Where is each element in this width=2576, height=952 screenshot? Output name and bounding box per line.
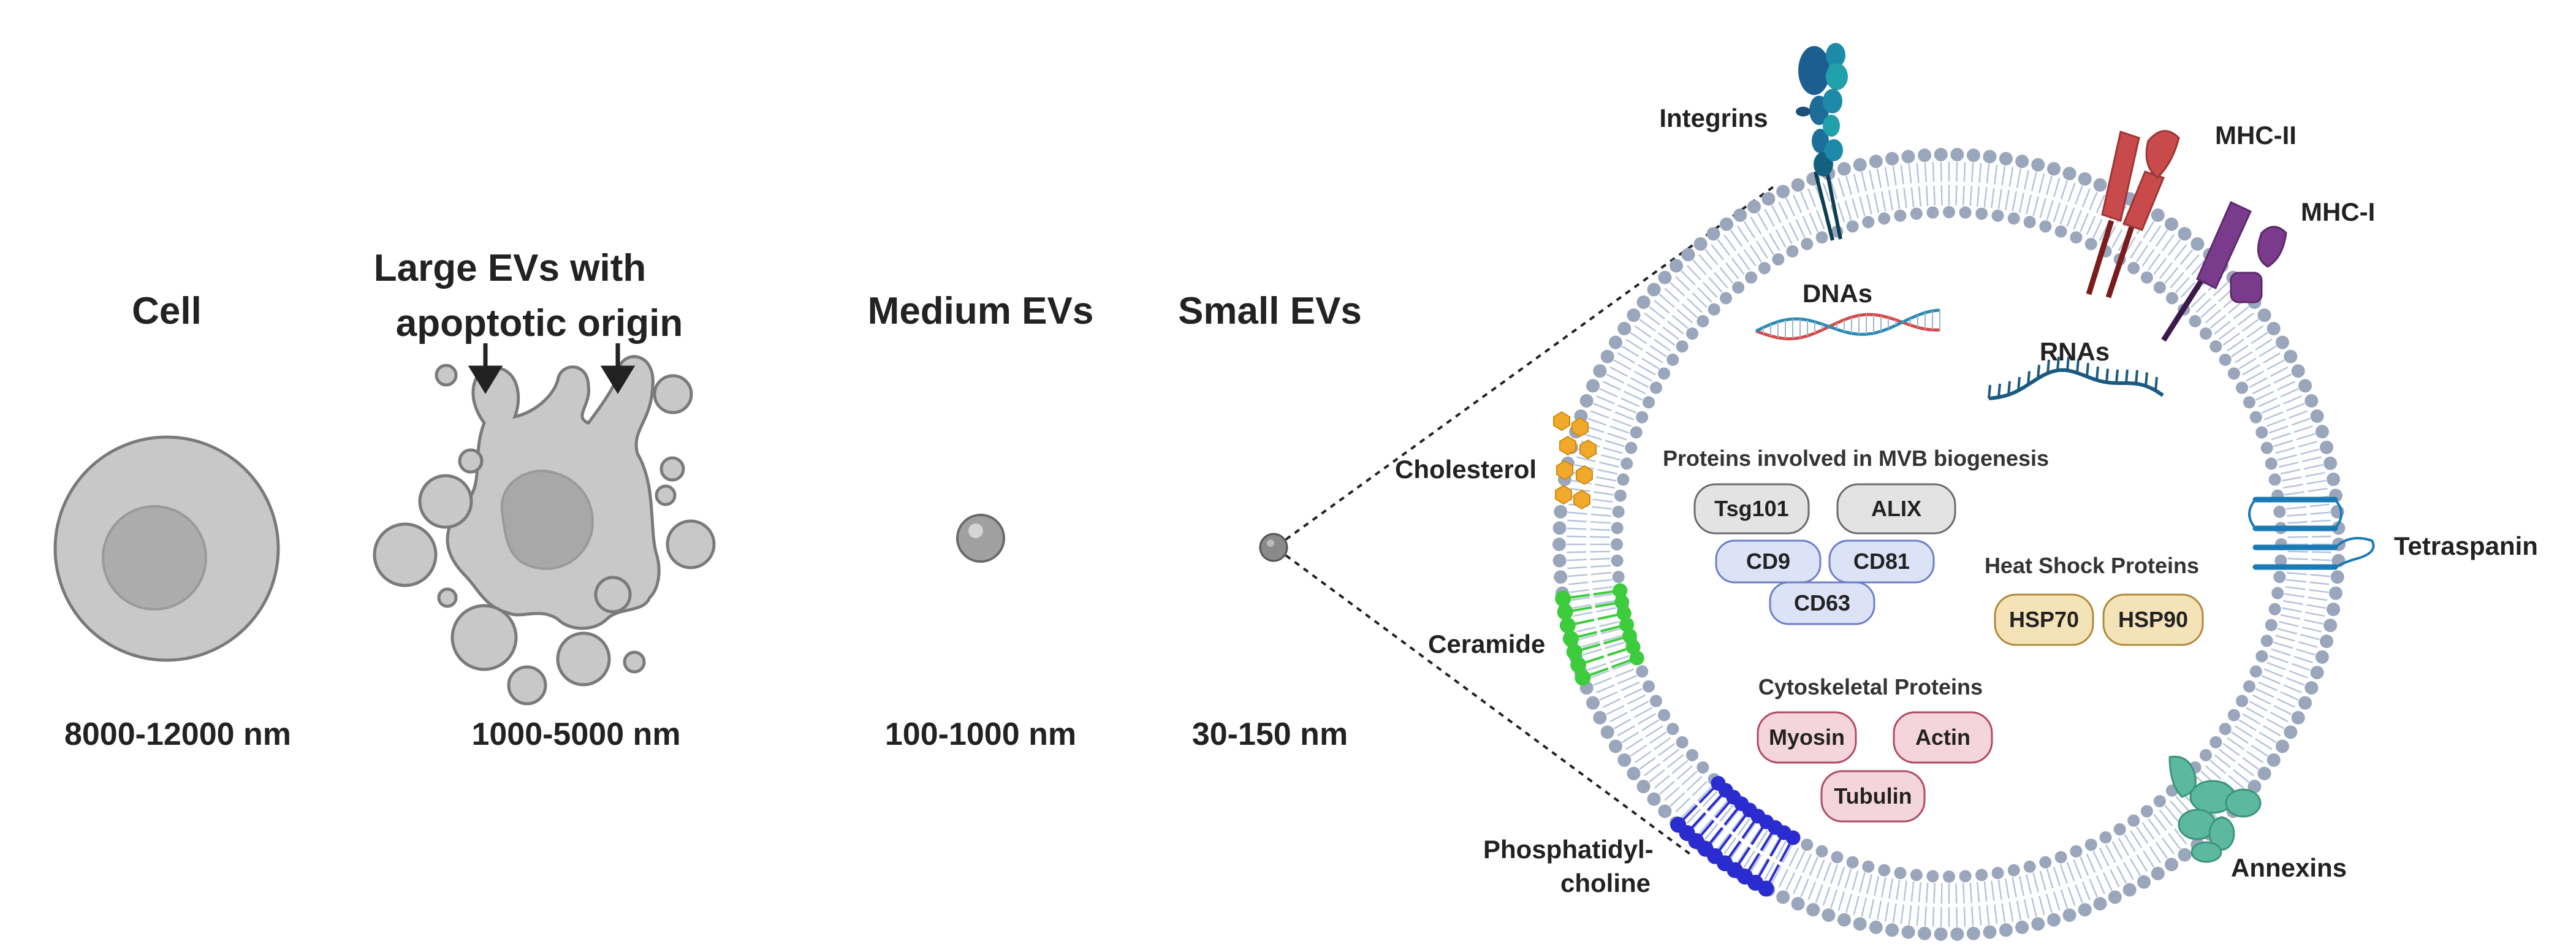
- mhc2-protein: [2086, 130, 2180, 299]
- cd81-label: CD81: [1853, 549, 1910, 574]
- integrins-label: Integrins: [1659, 104, 1768, 132]
- cholesterol-molecules: [1553, 411, 1597, 510]
- tetraspanin-protein: [2248, 497, 2375, 570]
- small-evs-title: Small EVs: [1178, 290, 1362, 332]
- alix-pill: [1836, 483, 1956, 535]
- ceramide-patch: [1555, 583, 1644, 686]
- cd63-pill: [1769, 581, 1875, 625]
- rna-strand: [1988, 357, 2164, 400]
- medium-evs-title: Medium EVs: [868, 290, 1094, 332]
- myosin-label: Myosin: [1769, 725, 1845, 750]
- phosphatidylcholine-label-line2: choline: [1560, 869, 1651, 897]
- mvb-protein-pills: Tsg101 ALIX CD9 CD81 CD63: [1693, 483, 1956, 625]
- myosin-pill: [1757, 711, 1857, 764]
- medium-ev-illustration: [956, 514, 1005, 563]
- small-ev-illustration: [1259, 533, 1288, 562]
- tubulin-pill: [1820, 770, 1926, 823]
- tubulin-label: Tubulin: [1834, 783, 1912, 809]
- annexins-label: Annexins: [2231, 853, 2347, 882]
- zoom-lines: [1285, 183, 1779, 856]
- tetraspanin-label: Tetraspanin: [2394, 531, 2538, 560]
- cell-title: Cell: [132, 290, 202, 332]
- cytoskeletal-proteins-title: Cytoskeletal Proteins: [1758, 674, 1983, 699]
- alix-label: ALIX: [1871, 496, 1921, 521]
- mvb-proteins-title: Proteins involved in MVB biogenesis: [1663, 446, 2049, 471]
- mhc1-label: MHC-I: [2301, 197, 2375, 226]
- cd63-label: CD63: [1794, 590, 1850, 615]
- tsg101-pill: [1693, 483, 1810, 535]
- hsp90-pill: [2102, 593, 2204, 646]
- hsp70-pill: [1994, 593, 2094, 646]
- hsp70-label: HSP70: [2009, 607, 2079, 632]
- hsp90-label: HSP90: [2118, 607, 2188, 632]
- mhc2-label: MHC-II: [2215, 121, 2297, 150]
- cd9-label: CD9: [1746, 549, 1790, 574]
- tsg101-label: Tsg101: [1714, 496, 1788, 521]
- large-evs-title-line1: Large EVs with: [374, 247, 646, 289]
- mhc1-protein: [2161, 200, 2287, 342]
- dnas-label: DNAs: [1803, 279, 1872, 308]
- actin-label: Actin: [1915, 725, 1970, 750]
- cell-illustration: [53, 435, 280, 662]
- integrin-protein: [1796, 43, 1848, 241]
- lipid-patches: [1555, 583, 1801, 897]
- phosphatidylcholine-label-line1: Phosphatidyl-: [1483, 835, 1654, 864]
- phosphatidylcholine-patch: [1670, 775, 1801, 897]
- apoptotic-nucleus-fragment: [500, 470, 594, 570]
- cell-size-label: 8000-12000 nm: [64, 717, 291, 752]
- apoptotic-origin-arrows: [468, 343, 636, 394]
- ceramide-label: Ceramide: [1428, 630, 1545, 658]
- actin-pill: [1893, 711, 1993, 764]
- dna-strand: [1755, 308, 1940, 341]
- heat-shock-proteins-title: Heat Shock Proteins: [1985, 553, 2199, 578]
- small-evs-size-label: 30-150 nm: [1192, 717, 1348, 752]
- cytoskeletal-pills: Myosin Actin Tubulin: [1757, 711, 1993, 823]
- large-evs-size-label: 1000-5000 nm: [471, 717, 680, 752]
- cd9-pill: [1715, 539, 1822, 584]
- annexin-protein: [2168, 755, 2262, 863]
- rnas-label: RNAs: [2040, 337, 2110, 366]
- cholesterol-label: Cholesterol: [1395, 455, 1537, 484]
- ev-membrane: [1552, 148, 2346, 941]
- large-evs-title-line2: apoptotic origin: [396, 302, 683, 345]
- cd81-pill: [1828, 539, 1935, 584]
- medium-evs-size-label: 100-1000 nm: [885, 717, 1076, 752]
- hsp-pills: HSP70 HSP90: [1994, 593, 2204, 646]
